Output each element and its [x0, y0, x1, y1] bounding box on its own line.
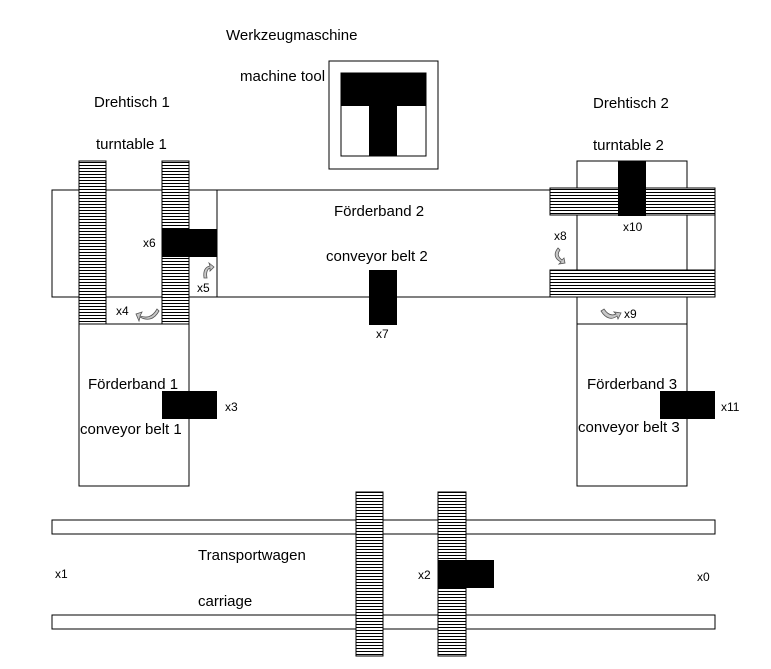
sensor-x6-label: x6: [143, 236, 156, 250]
conveyor1-label-en: conveyor belt 1: [80, 421, 182, 438]
rotate-arrow-x8-icon: [554, 247, 566, 265]
turntable1-label-en: turntable 1: [96, 136, 167, 153]
sensor-x9-label: x9: [624, 307, 637, 321]
carriage-roller-left: [355, 491, 384, 657]
conveyor1-label-de: Förderband 1: [88, 376, 178, 393]
sensor-x7-block: [369, 270, 397, 325]
sensor-x8-label: x8: [554, 229, 567, 243]
rotate-arrow-x9-icon: [600, 308, 622, 321]
turntable1-label-de: Drehtisch 1: [94, 94, 170, 111]
sensor-x5-label: x5: [197, 281, 210, 295]
sensor-x10-label: x10: [623, 220, 643, 234]
turntable-2: [549, 160, 716, 325]
sensor-x0-label: x0: [697, 570, 710, 584]
carriage-label-de: Transportwagen: [198, 547, 306, 564]
sensor-x11-label: x11: [721, 400, 740, 414]
sensor-x1-label: x1: [55, 567, 68, 581]
sensor-x2-block: [438, 560, 494, 588]
carriage: [51, 491, 716, 657]
sensor-x2-label: x2: [418, 568, 431, 582]
sensor-x11-block: [660, 391, 715, 419]
rotate-arrow-x4-icon: [135, 308, 160, 323]
sensor-x3-block: [162, 391, 217, 419]
conveyor2-label-de: Förderband 2: [334, 203, 424, 220]
sensor-x3-label: x3: [225, 400, 238, 414]
machine-tool-label-de: Werkzeugmaschine: [226, 27, 357, 44]
carriage-label-en: carriage: [198, 593, 252, 610]
turntable2-label-en: turntable 2: [593, 137, 664, 154]
sensor-x6-block: [162, 229, 217, 257]
machine-tool: [328, 60, 439, 170]
conveyor2-label-en: conveyor belt 2: [326, 248, 428, 265]
sensor-x7-label: x7: [376, 327, 389, 341]
sensor-x10-block: [618, 161, 646, 216]
turntable2-roller-bottom: [549, 269, 716, 298]
conveyor3-label-en: conveyor belt 3: [578, 419, 680, 436]
rotate-arrow-x5-icon: [203, 261, 215, 279]
sensor-x4-label: x4: [116, 304, 129, 318]
conveyor3-label-de: Förderband 3: [587, 376, 677, 393]
turntable2-label-de: Drehtisch 2: [593, 95, 669, 112]
machine-tool-label-en: machine tool: [240, 68, 325, 85]
turntable1-roller-left: [78, 160, 107, 325]
